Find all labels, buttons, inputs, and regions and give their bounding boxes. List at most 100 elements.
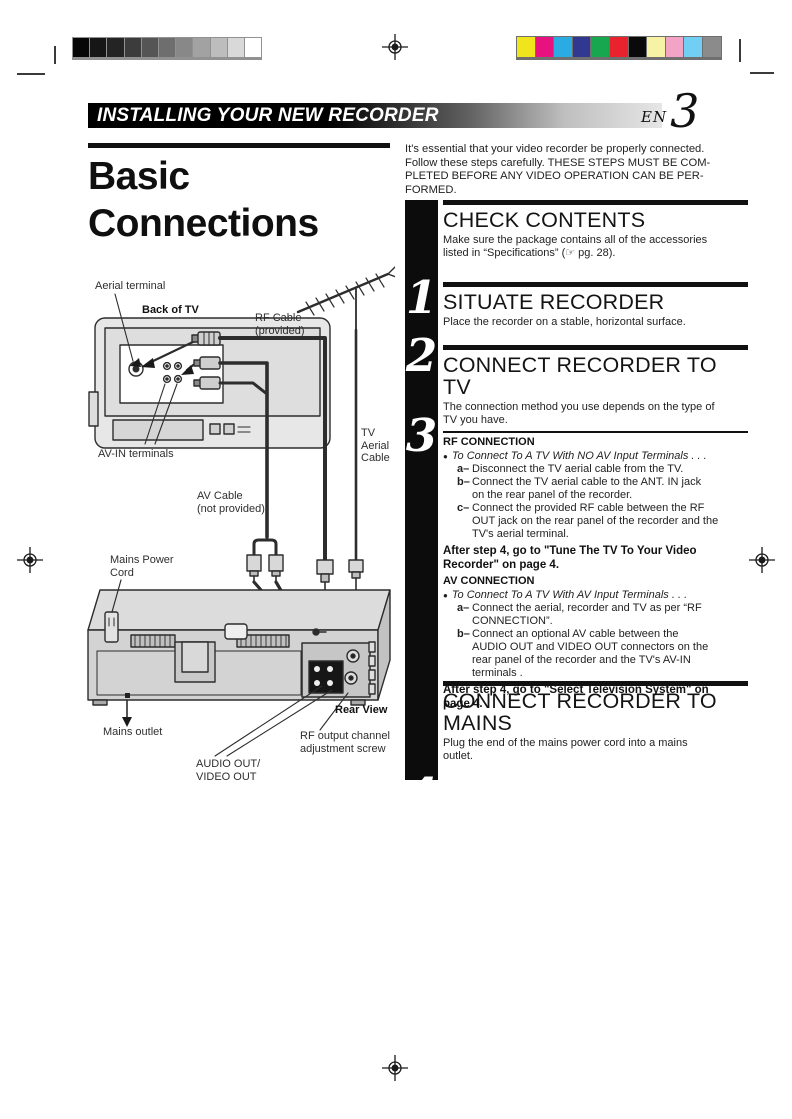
step-rule <box>443 282 748 287</box>
step-title: CHECK CONTENTS <box>443 208 646 232</box>
step-number-4: 4 <box>405 768 438 821</box>
calibration-swatch <box>517 37 535 57</box>
step-connect-recorder-to-tv: CONNECT RECORDER TO TV The connection me… <box>443 345 748 711</box>
language-label: EN <box>641 108 668 126</box>
rf-step-a: a– Disconnect the TV aerial cable from t… <box>457 463 684 475</box>
step-connect-recorder-to-mains: CONNECT RECORDER TO MAINS Plug the end o… <box>443 681 748 763</box>
calibration-swatch <box>73 38 90 57</box>
av-step-a: a– Connect the aerial, recorder and TV a… <box>457 602 702 627</box>
registration-mark-icon <box>382 34 408 60</box>
calibration-swatch <box>572 37 591 57</box>
label-rf-output-screw: RF output channel adjustment screw <box>300 730 390 755</box>
label-av-in-terminals: AV-IN terminals <box>98 448 174 460</box>
label-rear-view: Rear View <box>335 704 388 716</box>
label-av-cable: AV Cable (not provided) <box>197 490 265 515</box>
step-number-3: 3 <box>405 409 438 462</box>
crop-mark-icon <box>739 39 741 62</box>
bullet-icon: ● <box>443 452 448 461</box>
connection-diagram: Aerial terminal Back of TV RF Cable (pro… <box>85 262 395 802</box>
calibration-swatch <box>210 38 227 57</box>
page-number-value: 3 <box>670 84 700 138</box>
calibration-swatch <box>107 38 124 57</box>
label-audio-video-out: AUDIO OUT/ VIDEO OUT <box>196 758 261 783</box>
calibration-swatch <box>647 37 665 57</box>
step-number-2: 2 <box>405 329 438 382</box>
section-title: INSTALLING YOUR NEW RECORDER <box>97 104 439 126</box>
calibration-swatch <box>244 38 262 57</box>
step-body: Place the recorder on a stable, horizont… <box>443 316 686 328</box>
step-number-strip: 1 2 3 4 <box>405 200 438 818</box>
rf-connection-heading: RF CONNECTION <box>443 436 535 448</box>
grayscale-calibration-bar <box>72 37 263 60</box>
aerial-terminal-leader <box>114 293 141 367</box>
crop-mark-icon <box>17 73 45 75</box>
label-tv-aerial-cable: TV Aerial Cable <box>361 427 390 464</box>
calibration-swatch <box>554 37 572 57</box>
step-body: The connection method you use depends on… <box>443 401 715 426</box>
calibration-swatch <box>628 37 647 57</box>
av-connection-bullet: ● To Connect To A TV With AV Input Termi… <box>443 589 688 601</box>
calibration-swatch <box>684 37 702 57</box>
calibration-swatch <box>702 37 721 57</box>
page-number: EN 3 <box>641 84 700 138</box>
step-check-contents: CHECK CONTENTS Make sure the package con… <box>443 200 748 260</box>
step-title: CONNECT RECORDER TO TV <box>443 353 717 399</box>
sub-section-rule <box>443 431 748 433</box>
calibration-swatch <box>124 38 141 57</box>
aerial-plug <box>348 559 364 591</box>
crop-mark-icon <box>54 46 56 64</box>
step-rule <box>443 681 748 686</box>
av-after-note: After step 4, go to "Select Television S… <box>443 684 709 710</box>
intro-paragraph: It's essential that your video recorder … <box>405 143 711 196</box>
registration-mark-icon <box>382 1055 408 1081</box>
step-situate-recorder: SITUATE RECORDER Place the recorder on a… <box>443 282 748 329</box>
label-rf-cable: RF Cable (provided) <box>255 312 305 337</box>
calibration-swatch <box>609 37 628 57</box>
calibration-swatch <box>193 38 210 57</box>
label-mains-power-cord: Mains Power Cord <box>110 554 174 579</box>
rf-step-b: b– Connect the TV aerial cable to the AN… <box>457 476 702 501</box>
step-rule <box>443 345 748 350</box>
calibration-swatch <box>227 38 244 57</box>
section-header-bar: INSTALLING YOUR NEW RECORDER <box>88 103 662 128</box>
calibration-swatch <box>158 38 176 57</box>
registration-mark-icon <box>17 547 43 573</box>
title-rule <box>88 143 390 148</box>
rf-step-c: c– Connect the provided RF cable between… <box>457 502 719 540</box>
antenna-icon <box>296 266 395 331</box>
calibration-swatch <box>90 38 107 57</box>
page-title: Basic Connections <box>88 155 319 245</box>
rf-connection-bullet: ● To Connect To A TV With NO AV Input Te… <box>443 450 707 462</box>
right-column: It's essential that your video recorder … <box>405 143 748 818</box>
av-connection-heading: AV CONNECTION <box>443 575 535 587</box>
color-calibration-bar <box>516 36 722 60</box>
step-body: Make sure the package contains all of th… <box>443 234 708 259</box>
step-rule <box>443 200 748 205</box>
crop-mark-icon <box>750 72 774 74</box>
step-number-1: 1 <box>405 271 438 324</box>
av-cable-line <box>193 356 278 557</box>
label-mains-outlet: Mains outlet <box>103 726 163 738</box>
calibration-swatch <box>591 37 609 57</box>
calibration-swatch <box>535 37 554 57</box>
rf-after-note: After step 4, go to "Tune The TV To Your… <box>443 545 697 571</box>
label-aerial-terminal: Aerial terminal <box>95 280 166 292</box>
calibration-swatch <box>141 38 158 57</box>
rf-plug <box>316 559 334 593</box>
vcr-illustration <box>87 589 391 706</box>
left-column: Basic Connections <box>88 143 390 247</box>
step-title: SITUATE RECORDER <box>443 290 665 314</box>
rf-cable-line <box>191 331 327 562</box>
av-step-b: b– Connect an optional AV cable between … <box>457 628 709 679</box>
calibration-swatch <box>176 38 193 57</box>
connection-diagram-art <box>87 266 395 757</box>
av-plugs <box>246 554 284 583</box>
bullet-icon: ● <box>443 591 448 600</box>
bottom-label-leaders <box>214 685 349 757</box>
step-title: CONNECT RECORDER TO MAINS <box>443 689 717 735</box>
mains-outlet-arrow <box>122 693 132 727</box>
av-in-leader <box>144 383 178 445</box>
label-back-of-tv: Back of TV <box>142 304 199 316</box>
step-body: Plug the end of the mains power cord int… <box>443 737 688 762</box>
